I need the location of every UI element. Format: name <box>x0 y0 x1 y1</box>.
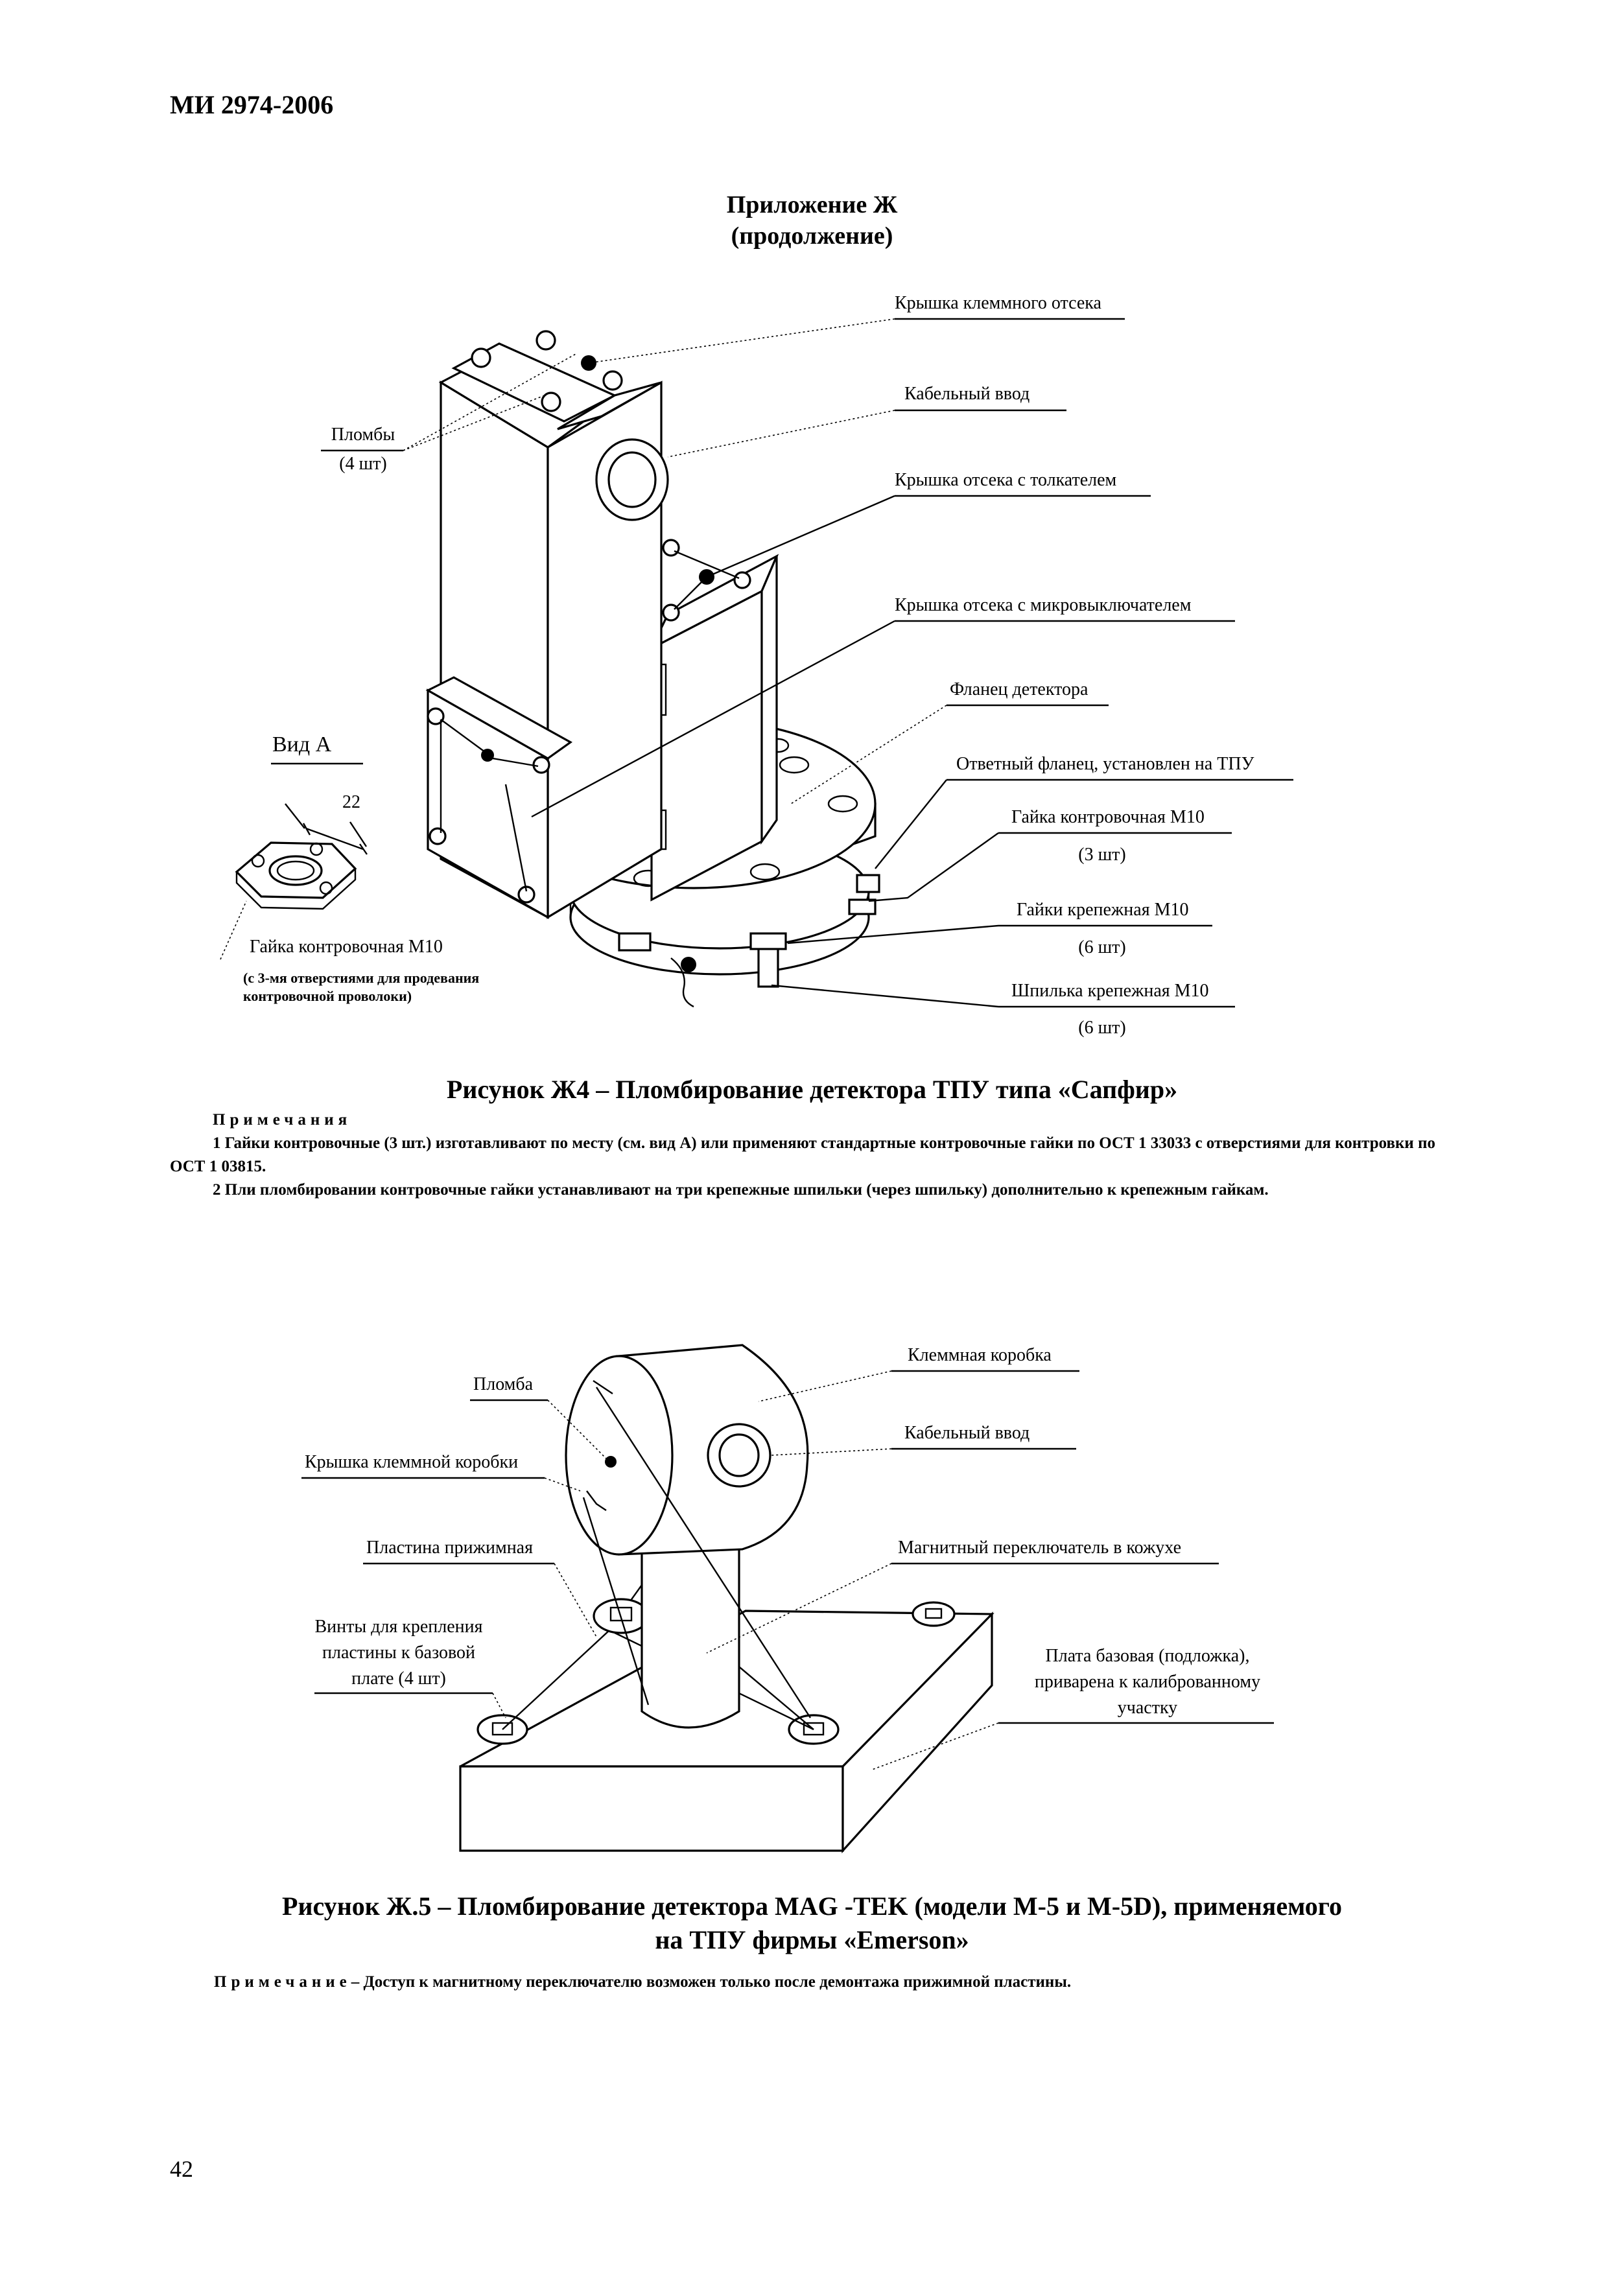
detector-body-shape <box>425 330 669 919</box>
label-pusher-cover: Крышка отсека с толкателем <box>895 470 1117 490</box>
label-clamp-plate: Пластина прижимная <box>366 1538 533 1558</box>
label-screws: Винты для крепления пластины к базовой п… <box>314 1617 483 1689</box>
view-a-nut <box>235 803 368 910</box>
page-number: 42 <box>170 2156 193 2182</box>
figure4-leaders <box>220 318 1293 1008</box>
flange-studs <box>618 874 880 1008</box>
label-lock-nut-note: (с 3-мя отверстиями для продевания контр… <box>243 970 480 1004</box>
post-shape <box>641 1535 740 1729</box>
label-magnetic-switch: Магнитный переключатель в кожухе <box>898 1538 1182 1558</box>
label-lock-nut: Гайка контровочная М10 <box>1011 807 1205 827</box>
figure4-caption: Рисунок Ж4 – Пломбирование детектора ТПУ… <box>446 1075 1178 1104</box>
note-title: Примечание <box>214 1973 351 1991</box>
microswitch-box-shape <box>649 539 779 902</box>
base-plate-shape <box>459 1601 994 1854</box>
note-2: 2 Пли пломбировании контровочные гайки у… <box>213 1181 1269 1199</box>
figure5-caption-line2: на ТПУ фирмы «Emerson» <box>655 1925 969 1954</box>
label-cable-entry-2: Кабельный ввод <box>904 1423 1030 1443</box>
label-box-cover: Крышка клеммной коробки <box>305 1452 519 1472</box>
label-detector-flange: Фланец детектора <box>950 679 1089 699</box>
figure5-caption-line1: Рисунок Ж.5 – Пломбирование детектора MA… <box>282 1892 1342 1921</box>
label-cable-entry: Кабельный ввод <box>904 384 1030 404</box>
label-fix-nuts-count: (6 шт) <box>1078 937 1126 957</box>
document-code: МИ 2974-2006 <box>170 90 334 119</box>
label-terminal-box: Клеммная коробка <box>908 1345 1052 1365</box>
figure4-notes: Примечания 1 Гайки контровочные (3 шт.) … <box>170 1108 1453 1202</box>
label-stud-count: (6 шт) <box>1078 1018 1126 1038</box>
figure5-note: Примечание– Доступ к магнитному переключ… <box>214 1971 1498 1994</box>
label-microswitch-cover: Крышка отсека с микровыключателем <box>895 595 1192 615</box>
label-view-a: Вид А <box>272 732 332 756</box>
figure5-leaders <box>301 1370 1274 1770</box>
label-stud: Шпилька крепежная М10 <box>1011 981 1209 1001</box>
label-dimension-22: 22 <box>342 792 360 812</box>
note-1: 1 Гайки контровочные (3 шт.) изготавлива… <box>170 1134 1435 1175</box>
label-fix-nuts: Гайки крепежная М10 <box>1017 900 1189 920</box>
label-seals-count: (4 шт) <box>339 454 387 474</box>
label-seals: Пломбы <box>331 425 395 445</box>
appendix-title: Приложение Ж <box>726 191 898 218</box>
terminal-box-shape <box>565 1344 812 1718</box>
label-counter-flange: Ответный фланец, установлен на ТПУ <box>956 754 1254 774</box>
label-base-plate: Плата базовая (подложка), приварена к ка… <box>1034 1646 1261 1718</box>
label-seal: Пломба <box>473 1374 534 1394</box>
label-lock-nut-count: (3 шт) <box>1078 845 1126 865</box>
appendix-subtitle: (продолжение) <box>731 222 893 250</box>
label-lock-nut-view-a: Гайка контровочная М10 <box>250 937 443 957</box>
label-terminal-cover: Крышка клеммного отсека <box>895 293 1101 313</box>
notes-title: Примечания <box>213 1111 352 1129</box>
note-text: – Доступ к магнитному переключателю возм… <box>351 1973 1072 1991</box>
